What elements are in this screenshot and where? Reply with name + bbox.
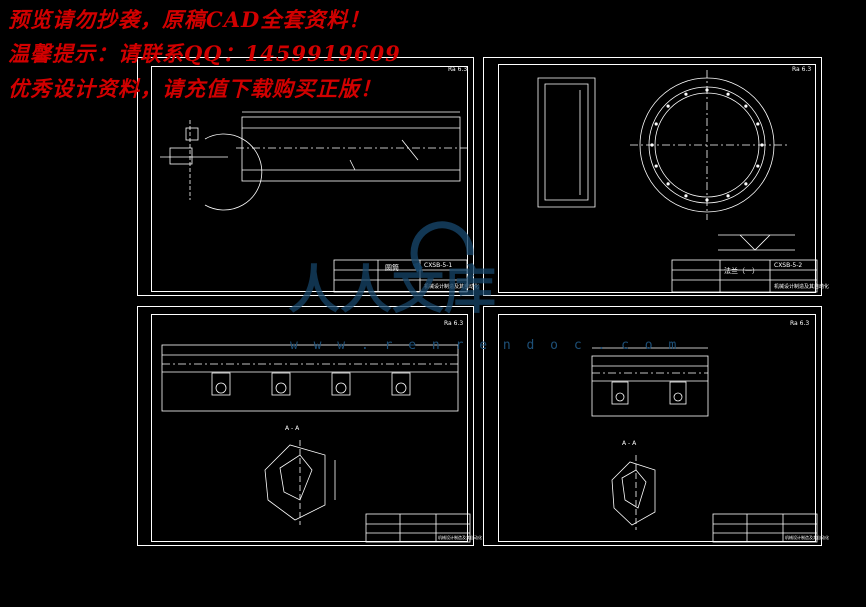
overlay-line-2: 温馨提示：请联系QQ：1459919609 xyxy=(8,41,401,66)
drawing-sheet-2 xyxy=(483,57,822,296)
ring-bolt-hole xyxy=(726,194,730,198)
ring-bolt-hole xyxy=(760,143,764,147)
ring-bolt-hole xyxy=(756,122,760,126)
sheet-4-inner-frame xyxy=(498,314,816,542)
drawing-sheet-4 xyxy=(483,306,822,546)
sheet1-title-label: 圆筒 xyxy=(385,264,399,272)
sheet4-beam xyxy=(591,355,709,417)
sheet1-cylinder xyxy=(241,116,461,182)
sheet2-title-bottom: 机械设计制造及其自动化 xyxy=(774,284,830,290)
sheet-1-inner-frame xyxy=(151,66,468,292)
ring-bolt-hole xyxy=(654,164,658,168)
drawing-sheet-1 xyxy=(137,57,474,296)
sheet4-section-label: A - A xyxy=(622,440,637,447)
ring-bolt-hole xyxy=(705,88,709,92)
sheet4-roughness-mark: Ra 6.3 xyxy=(790,320,810,327)
sheet-2-inner-frame xyxy=(498,64,816,293)
ring-bolt-hole xyxy=(744,104,748,108)
sheet1-title-bottom: 机械设计制造及其自动化 xyxy=(424,284,480,290)
sheet1-roughness-mark: Ra 6.3 xyxy=(448,66,468,73)
ring-bolt-hole xyxy=(654,122,658,126)
overlay-line-1: 预览请勿抄袭，原稿CAD全套资料！ xyxy=(8,7,371,32)
sheet2-title-label: 法兰（一） xyxy=(724,267,759,275)
ring-bolt-hole xyxy=(726,92,730,96)
watermark-text: 人人文库 xyxy=(288,260,497,321)
ring-bolt-hole xyxy=(684,92,688,96)
ring-bolt-hole xyxy=(744,182,748,186)
sheet2-drawing-number: CXSB-5-2 xyxy=(774,262,803,269)
sheet4-title-bottom: 机械设计制造及其自动化 xyxy=(785,535,829,540)
ring-bolt-hole xyxy=(666,104,670,108)
sheet-3-inner-frame xyxy=(151,314,468,542)
ring-bolt-hole xyxy=(756,164,760,168)
sheet3-section-label: A - A xyxy=(285,425,300,432)
sheet1-arc xyxy=(204,133,263,211)
sheet3-roughness-mark: Ra 6.3 xyxy=(444,320,464,327)
watermark-url: w w w . r e n r e n d o c . c o m xyxy=(290,338,681,353)
ring-bolt-hole xyxy=(705,198,709,202)
overlay-line-3: 优秀设计资料，请充值下载购买正版！ xyxy=(8,76,382,101)
ring-bolt-hole xyxy=(650,143,654,147)
watermark-logo-swirl xyxy=(410,221,474,273)
sheet1-drawing-number: CXSB-5-1 xyxy=(424,262,453,269)
sheet3-title-bottom: 机械设计制造及其自动化 xyxy=(438,535,482,540)
sheet2-roughness-mark: Ra 6.3 xyxy=(792,66,812,73)
sheet3-beam xyxy=(161,344,459,412)
ring-bolt-hole xyxy=(666,182,670,186)
drawing-sheet-3 xyxy=(137,306,474,546)
ring-bolt-hole xyxy=(684,194,688,198)
